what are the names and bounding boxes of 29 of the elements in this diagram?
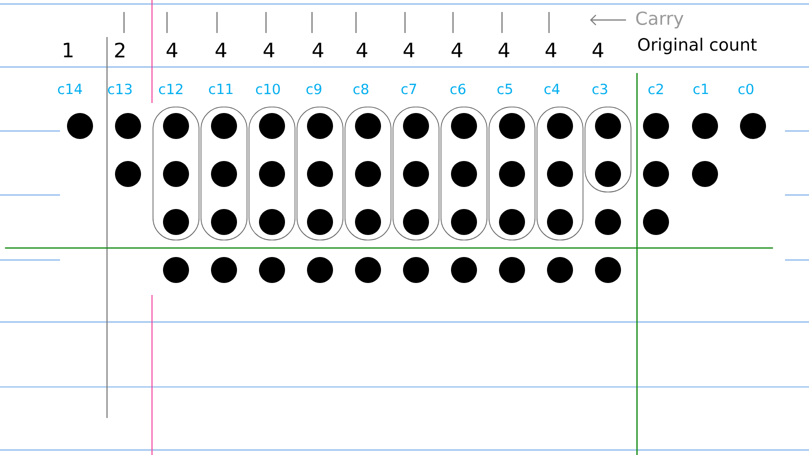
count-number: 4 — [452, 42, 462, 58]
column-label: c8 — [353, 84, 368, 94]
column-label: c4 — [544, 84, 560, 94]
column-label: c6 — [450, 84, 466, 94]
count-number: 4 — [498, 42, 510, 58]
count-number: 4 — [312, 42, 324, 58]
column-label: c2 — [648, 84, 663, 94]
count-number: 2 — [115, 42, 124, 58]
carry-label: Carry — [636, 11, 684, 29]
count-number: 4 — [166, 42, 178, 58]
column-label: c10 — [256, 84, 280, 94]
column-label: c7 — [401, 84, 416, 94]
column-label: c3 — [592, 84, 608, 94]
column-label: c1 — [693, 84, 708, 94]
column-label: c14 — [58, 84, 82, 94]
count-number: 4 — [356, 42, 368, 58]
column-label: c5 — [497, 84, 512, 94]
count-number: 4 — [592, 42, 604, 58]
count-number: 4 — [404, 42, 414, 58]
count-number: 4 — [546, 42, 556, 58]
column-label: c9 — [306, 84, 322, 94]
count-number: 4 — [216, 42, 226, 58]
count-number: 4 — [264, 42, 274, 58]
column-label: c11 — [209, 84, 232, 94]
row-label: Original count — [638, 38, 757, 54]
column-label: c13 — [108, 84, 132, 94]
column-label: c12 — [159, 84, 182, 94]
count-number: 1 — [64, 42, 73, 58]
column-label: c0 — [738, 84, 754, 94]
